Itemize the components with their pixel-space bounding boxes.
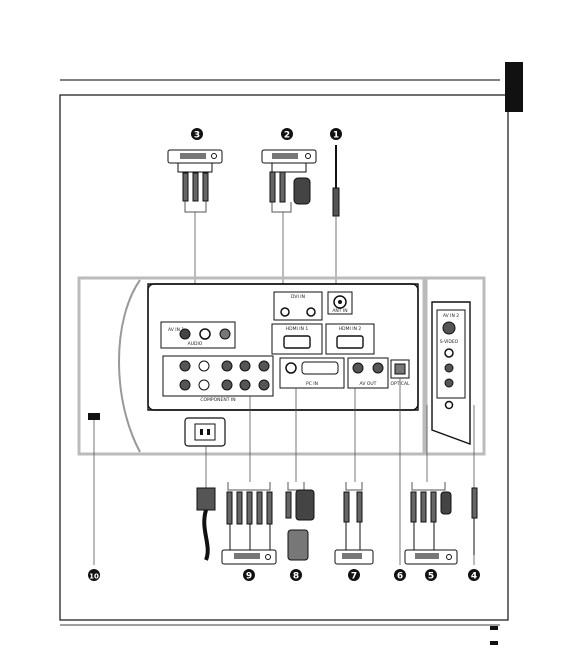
tv-rear-panel: ANT IN DVI IN HDMI IN 1 HDMI IN 2 AV IN … bbox=[77, 276, 486, 456]
callout-10: 10 bbox=[88, 569, 100, 581]
hdmi-in1-label: HDMI IN 1 bbox=[286, 326, 309, 332]
power-inlet bbox=[184, 417, 226, 447]
device-7-av-out bbox=[334, 482, 374, 565]
device-5-side-av bbox=[404, 482, 458, 565]
power-plug-cable bbox=[196, 487, 216, 561]
s-video-jack bbox=[442, 321, 456, 335]
dvi-in-block: DVI IN bbox=[273, 291, 323, 321]
svg-text:9: 9 bbox=[246, 572, 252, 582]
callout-5: 5 bbox=[425, 569, 437, 582]
ant-in-jack: ANT IN bbox=[327, 291, 353, 315]
svg-text:6: 6 bbox=[397, 572, 403, 582]
av-out-block: AV OUT bbox=[347, 357, 389, 389]
hdmi-in2-label: HDMI IN 2 bbox=[339, 326, 362, 332]
pc-in-label: PC IN bbox=[306, 381, 318, 387]
av-in-1-block: AV IN 1 AUDIO bbox=[160, 321, 236, 349]
callout-3: 3 bbox=[191, 128, 203, 141]
black-tag bbox=[88, 413, 100, 420]
component-in-label: COMPONENT IN bbox=[200, 397, 235, 403]
svg-text:5: 5 bbox=[428, 572, 434, 582]
svg-text:4: 4 bbox=[471, 572, 477, 582]
callout-6: 6 bbox=[394, 569, 406, 582]
side-av-label: AV IN 2 bbox=[443, 313, 459, 319]
hdmi-in-2-port: HDMI IN 2 bbox=[325, 323, 375, 355]
svg-text:3: 3 bbox=[194, 131, 200, 141]
svg-text:10: 10 bbox=[89, 573, 99, 581]
callout-4: 4 bbox=[468, 569, 480, 582]
connector-lines bbox=[93, 378, 475, 565]
svg-text:8: 8 bbox=[293, 572, 299, 582]
footer-mark-2 bbox=[490, 641, 498, 645]
av-in1-audio-label: AUDIO bbox=[188, 341, 203, 347]
side-av-panel: AV IN 2 S-VIDEO bbox=[431, 301, 471, 446]
av-out-label: AV OUT bbox=[360, 381, 377, 387]
device-9-component bbox=[221, 482, 277, 565]
headphone-cable-4 bbox=[471, 487, 478, 555]
antenna-cable-1 bbox=[332, 145, 340, 292]
device-8-pc-cable bbox=[285, 482, 315, 561]
ant-in-label: ANT IN bbox=[332, 308, 347, 314]
callout-8: 8 bbox=[290, 569, 302, 582]
diagram-frame bbox=[59, 94, 509, 621]
section-tab bbox=[505, 62, 523, 112]
svg-text:2: 2 bbox=[284, 131, 290, 141]
component-in-block: COMPONENT IN bbox=[162, 355, 274, 403]
callout-2: 2 bbox=[281, 128, 293, 141]
svg-text:7: 7 bbox=[351, 572, 357, 582]
device-3-top bbox=[167, 149, 223, 333]
dvi-in-label: DVI IN bbox=[291, 294, 305, 300]
pc-in-block: PC IN bbox=[279, 357, 345, 389]
footer-mark-1 bbox=[490, 626, 498, 630]
av-in1-label: AV IN 1 bbox=[168, 327, 184, 333]
callout-9: 9 bbox=[243, 569, 255, 582]
callout-1: 1 bbox=[330, 128, 342, 141]
hdmi-in-1-port: HDMI IN 1 bbox=[271, 323, 323, 355]
headphone-jack bbox=[444, 400, 454, 410]
svg-text:1: 1 bbox=[333, 131, 339, 141]
s-video-label: S-VIDEO bbox=[440, 339, 459, 345]
callout-7: 7 bbox=[348, 569, 360, 582]
